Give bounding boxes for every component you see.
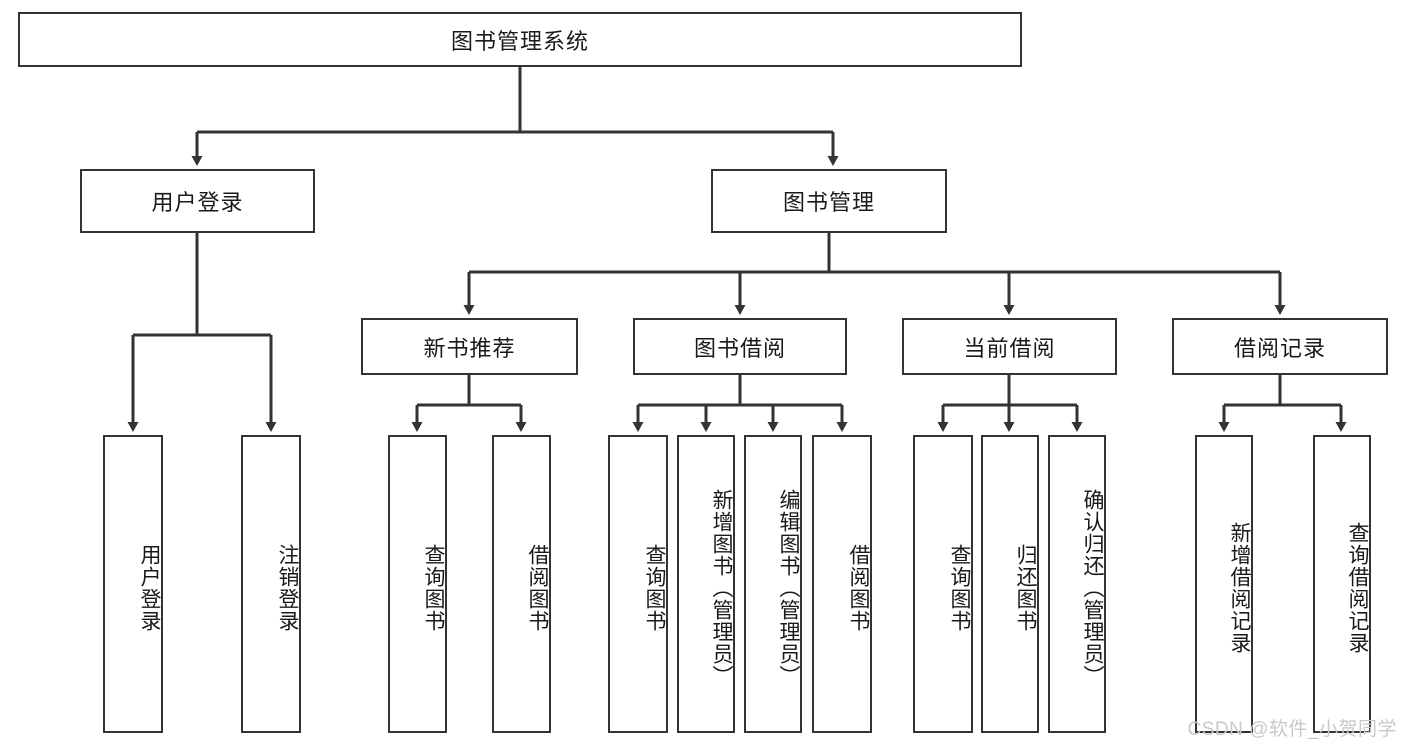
leaf-new-book-2[interactable]: 借阅图书 — [492, 435, 551, 733]
node-book-management-label: 图书管理 — [782, 190, 875, 215]
leaf-book-borrow-4[interactable]: 借阅图书 — [812, 435, 872, 733]
leaf-new-book-1-label: 查询图书 — [422, 544, 445, 632]
leaf-book-borrow-3[interactable]: 编辑图书（管理员） — [744, 435, 802, 733]
leaf-user-login-2-label: 注销登录 — [276, 544, 299, 632]
node-book-borrow-label: 图书借阅 — [693, 335, 786, 361]
leaf-current-borrow-3[interactable]: 确认归还（管理员） — [1048, 435, 1106, 733]
node-book-borrow[interactable]: 图书借阅 — [633, 318, 847, 375]
csdn-watermark: CSDN @软件_小贺同学 — [1187, 719, 1397, 740]
node-user-login[interactable]: 用户登录 — [80, 169, 315, 233]
leaf-current-borrow-3-label: 确认归还（管理员） — [1081, 489, 1104, 687]
leaf-book-borrow-4-label: 借阅图书 — [847, 544, 870, 632]
node-root[interactable]: 图书管理系统 — [18, 12, 1022, 67]
leaf-book-borrow-2[interactable]: 新增图书（管理员） — [677, 435, 735, 733]
leaf-user-login-1-label: 用户登录 — [138, 544, 161, 632]
node-current-borrow[interactable]: 当前借阅 — [902, 318, 1117, 375]
leaf-current-borrow-2-label: 归还图书 — [1014, 544, 1037, 632]
leaf-book-borrow-3-label: 编辑图书（管理员） — [777, 489, 800, 687]
leaf-borrow-record-2[interactable]: 查询借阅记录 — [1313, 435, 1371, 733]
leaf-user-login-1[interactable]: 用户登录 — [103, 435, 163, 733]
node-book-management[interactable]: 图书管理 — [711, 169, 947, 233]
leaf-current-borrow-1-label: 查询图书 — [948, 544, 971, 632]
leaf-book-borrow-1-label: 查询图书 — [643, 544, 666, 632]
leaf-new-book-1[interactable]: 查询图书 — [388, 435, 447, 733]
node-new-book-recommend[interactable]: 新书推荐 — [361, 318, 578, 375]
node-current-borrow-label: 当前借阅 — [963, 335, 1056, 361]
node-borrow-record-label: 借阅记录 — [1233, 335, 1326, 361]
node-root-label: 图书管理系统 — [450, 28, 589, 54]
connector-lines — [127, 67, 1347, 432]
leaf-current-borrow-2[interactable]: 归还图书 — [981, 435, 1039, 733]
leaf-book-borrow-1[interactable]: 查询图书 — [608, 435, 668, 733]
leaf-borrow-record-1[interactable]: 新增借阅记录 — [1195, 435, 1253, 733]
node-user-login-label: 用户登录 — [151, 190, 244, 215]
node-new-book-recommend-label: 新书推荐 — [423, 335, 516, 361]
node-borrow-record[interactable]: 借阅记录 — [1172, 318, 1388, 375]
leaf-user-login-2[interactable]: 注销登录 — [241, 435, 301, 733]
leaf-new-book-2-label: 借阅图书 — [526, 544, 549, 632]
leaf-borrow-record-1-label: 新增借阅记录 — [1228, 522, 1251, 654]
leaf-current-borrow-1[interactable]: 查询图书 — [913, 435, 973, 733]
leaf-borrow-record-2-label: 查询借阅记录 — [1346, 522, 1369, 654]
leaf-book-borrow-2-label: 新增图书（管理员） — [710, 489, 733, 687]
